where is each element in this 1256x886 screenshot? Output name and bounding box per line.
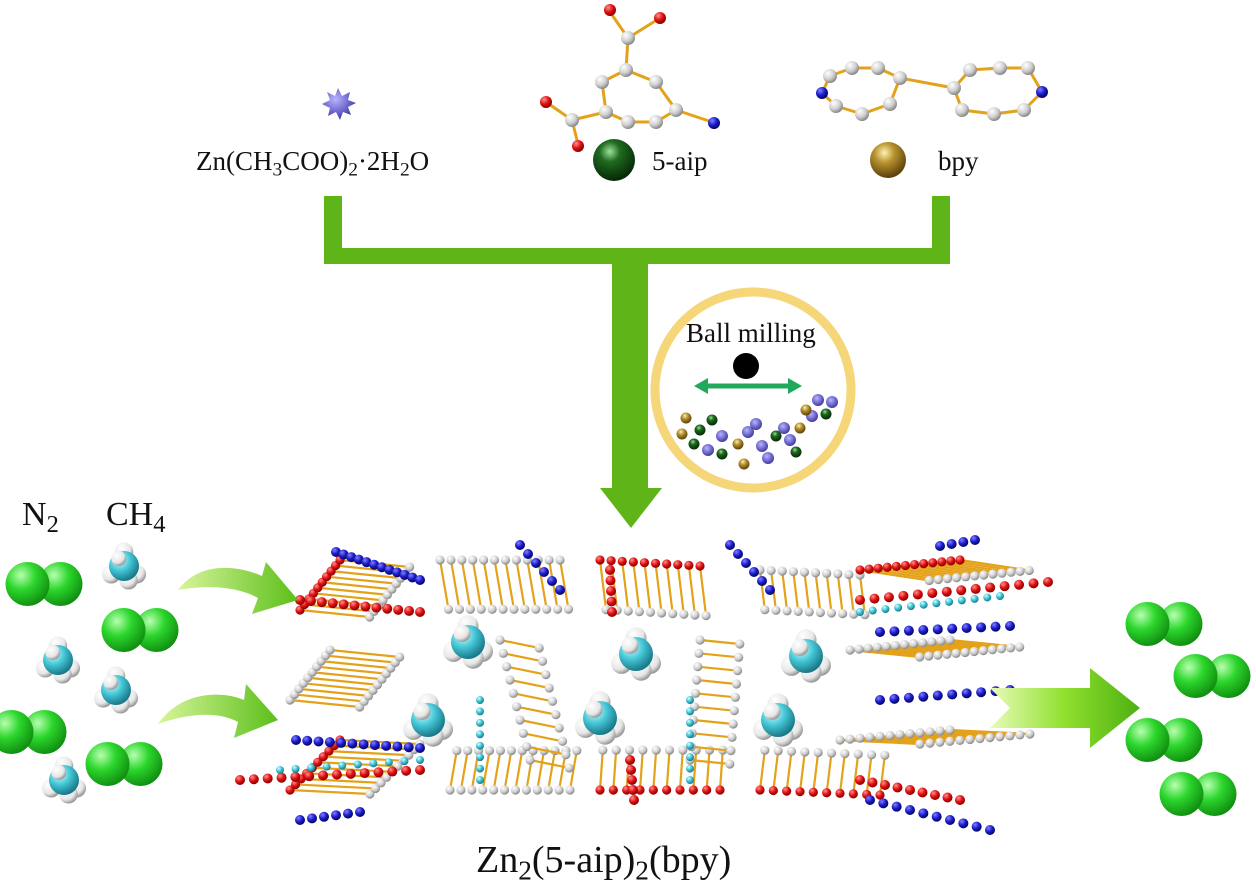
bpy-ball-icon: [870, 142, 906, 178]
ball-milling-inset: [650, 287, 856, 493]
zinc-cluster-icon: [322, 88, 356, 120]
bpy-molecule-structure: [816, 61, 1048, 121]
ch4-label: CH4: [106, 496, 166, 538]
aip-label: 5-aip: [652, 146, 708, 176]
aip-molecule-structure: [540, 4, 720, 152]
aip-ball-icon: [593, 139, 635, 181]
pore-methane-molecules: [403, 615, 831, 747]
separated-n2-output: [1125, 602, 1251, 816]
synthesis-flow-arrow: [324, 196, 950, 528]
zinc-salt-label: Zn(CH3COO)2·2H2O: [196, 146, 430, 181]
flow-arrow-icon: [158, 562, 298, 738]
output-arrow-icon: [990, 668, 1140, 748]
feed-gas-mixture: [0, 542, 179, 804]
bpy-label: bpy: [938, 146, 979, 176]
product-formula-label: Zn2(5-aip)2(bpy): [476, 839, 732, 886]
milling-ball-icon: [733, 353, 759, 379]
mof-framework-structure: [235, 535, 1053, 835]
n2-label: N2: [22, 496, 59, 538]
ball-milling-label: Ball milling: [686, 318, 816, 348]
